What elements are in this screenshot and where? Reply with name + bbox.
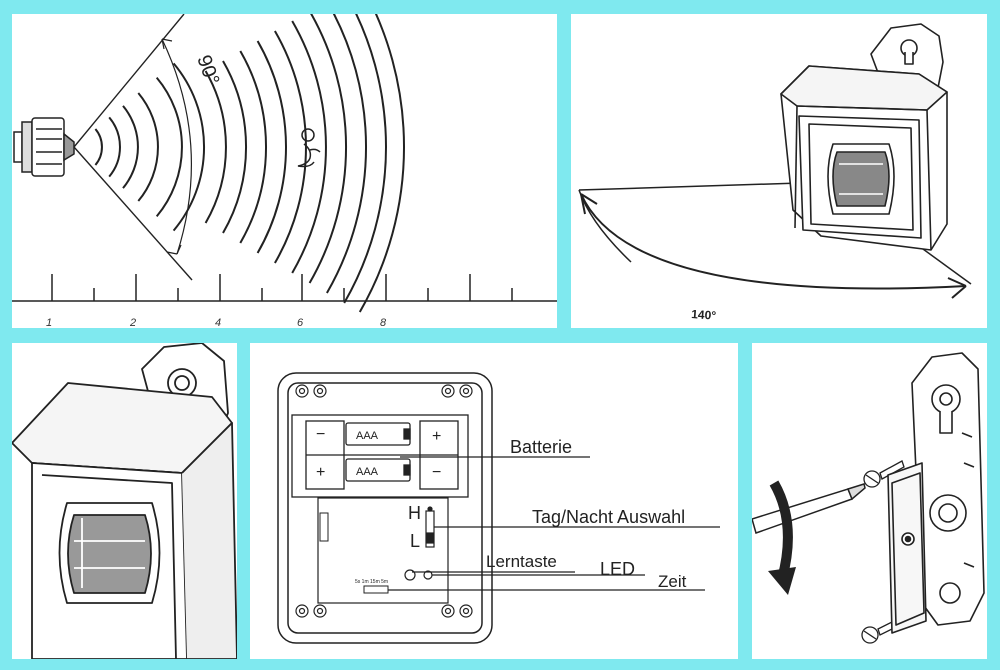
switch-high-label: H (408, 503, 421, 523)
wave-arc (358, 14, 405, 313)
battery-2-label: AAA (356, 466, 379, 478)
distance-axis (12, 274, 557, 302)
label-lerntaste: Lerntaste (486, 552, 557, 571)
battery-holder (291, 414, 469, 498)
person-icon (297, 128, 321, 168)
angle-dimension (161, 38, 192, 255)
detection-waves (94, 14, 405, 313)
wave-arc (155, 76, 183, 218)
wave-arc (239, 50, 268, 244)
detection-range-diagram: 90° 1 2 4 6 8 (12, 14, 557, 328)
sensor-closeup-icon (12, 343, 237, 659)
tick-label-1: 1 (46, 317, 52, 328)
rotation-arrow-icon (768, 480, 796, 595)
wave-arc (274, 30, 307, 264)
wave-arc (204, 70, 227, 224)
time-scale-label: 5s 1m 15m 5m (355, 579, 388, 585)
detection-range-drawing: 90° 1 2 4 6 8 (12, 14, 557, 328)
detection-cone (73, 14, 193, 281)
battery-plus-top: + (432, 428, 441, 445)
battery-minus-bottom: − (432, 464, 441, 481)
day-night-switch (425, 506, 435, 548)
detection-angle-diagram: 140° (571, 14, 987, 328)
wall-mounting-drawing (752, 352, 985, 644)
tick-label-4: 4 (215, 317, 221, 328)
screw-icon-top (863, 460, 905, 488)
wave-arc (326, 14, 368, 294)
sensor-closeup-diagram (12, 343, 237, 659)
sensor-side-icon (13, 117, 75, 177)
tick-label-2: 2 (129, 317, 136, 328)
leader-lines (388, 456, 720, 591)
label-led: LED (600, 559, 635, 579)
wave-arc (222, 60, 247, 234)
detection-angle-drawing: 140° (578, 23, 972, 323)
angle-label-140: 140° (691, 307, 717, 323)
label-tag-nacht-auswahl: Tag/Nacht Auswahl (532, 507, 685, 527)
corner-screws (295, 384, 473, 618)
screwdriver-icon (752, 483, 866, 534)
sensor-closeup-drawing (12, 343, 237, 659)
tick-label-6: 6 (297, 317, 304, 328)
battery-compartment-drawing: AAA AAA − + + − H L 5s 1m 15m 5m Batteri… (277, 372, 720, 644)
switch-low-label: L (410, 531, 420, 551)
wave-arc (256, 40, 287, 254)
wave-arc (291, 20, 327, 274)
angle-label-90: 90° (192, 52, 223, 88)
tick-label-8: 8 (380, 317, 387, 328)
battery-minus-top: − (316, 426, 325, 443)
wave-arc (343, 14, 387, 304)
wave-arc (94, 128, 103, 166)
battery-compartment-diagram: AAA AAA − + + − H L 5s 1m 15m 5m Batteri… (250, 343, 738, 659)
battery-1-label: AAA (356, 430, 379, 442)
wave-arc (108, 116, 121, 178)
pcb-component (319, 512, 329, 542)
wall-mounting-diagram (752, 343, 987, 659)
label-batterie: Batterie (510, 437, 572, 457)
mounting-bracket-icon (887, 352, 985, 634)
time-selector (363, 585, 389, 594)
label-zeit: Zeit (658, 572, 687, 591)
wave-arc (122, 105, 139, 189)
sensor-3d-icon (780, 23, 948, 251)
wave-arc (308, 14, 347, 284)
wave-arc (137, 92, 159, 202)
battery-plus-bottom: + (316, 464, 325, 481)
